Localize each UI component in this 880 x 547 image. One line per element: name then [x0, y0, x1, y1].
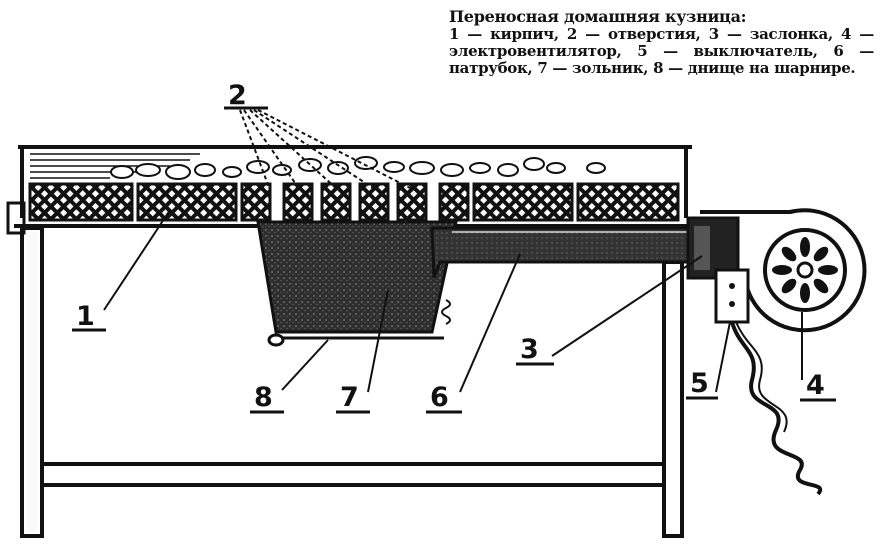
electric-fan: [700, 208, 867, 333]
caption-body: 1 — кирпич, 2 — отверстия, 3 — заслонка,…: [449, 25, 874, 77]
label-6-text: 6: [430, 382, 449, 413]
label-7-text: 7: [340, 382, 359, 413]
label-8-text: 8: [254, 382, 273, 413]
label-damper: 3: [516, 255, 703, 366]
label-fan: 4: [800, 312, 836, 402]
label-3-text: 3: [520, 334, 539, 365]
caption-title: Переносная домашняя кузница:: [449, 7, 747, 26]
label-4-text: 4: [806, 370, 825, 401]
label-bottom: 8: [250, 339, 329, 414]
label-2-text: 2: [228, 80, 247, 111]
label-switch: 5: [686, 321, 731, 400]
label-5-text: 5: [690, 368, 709, 399]
label-ashbox: 7: [336, 289, 389, 414]
brick-row: [28, 182, 680, 222]
label-brick: 1: [72, 209, 171, 332]
air-pipe: [430, 226, 702, 279]
switch: [714, 268, 823, 496]
label-holes: 2: [224, 80, 415, 191]
table-stretcher: [42, 462, 664, 487]
ash-box: [256, 220, 458, 347]
label-1-text: 1: [76, 301, 95, 332]
label-pipe: 6: [426, 253, 521, 414]
coal-pile: [110, 156, 606, 180]
damper: [686, 216, 740, 280]
figure-caption: Переносная домашняя кузница: 1 — кирпич,…: [449, 8, 874, 77]
